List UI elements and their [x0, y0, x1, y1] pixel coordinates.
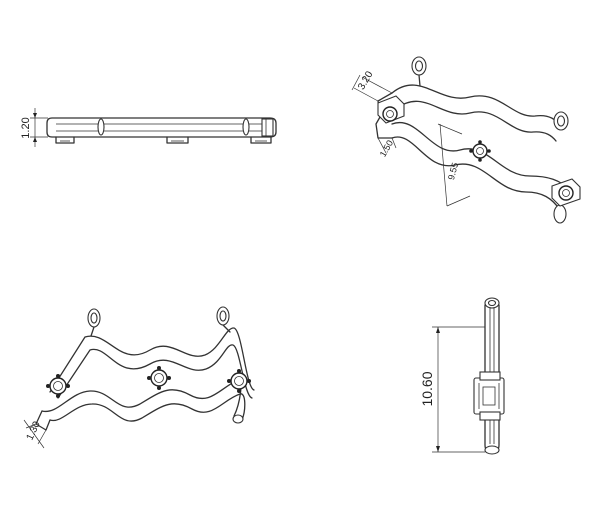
side-height-dimension: 1.20 [20, 117, 32, 138]
front-setting-right [227, 369, 251, 393]
front-setting-middle [147, 366, 171, 390]
perspective-setting-left [377, 95, 405, 124]
perspective-setting-middle [469, 140, 491, 162]
end-view: 10.60 [419, 297, 505, 455]
front-view: 1.30 [23, 306, 255, 449]
end-height-dimension: 10.60 [419, 371, 435, 406]
perspective-dim-bottom: 1.50 [378, 138, 395, 158]
front-setting-left [46, 374, 70, 398]
perspective-view: 3.20 1.50 9.55 [351, 56, 581, 224]
side-view: 1.20 [20, 108, 277, 147]
perspective-dim-top: 3.20 [356, 69, 375, 92]
perspective-setting-right [551, 178, 581, 207]
front-dimension: 1.30 [25, 419, 43, 442]
perspective-dim-diagonal: 9.55 [446, 161, 460, 181]
end-setting-block [473, 371, 505, 421]
